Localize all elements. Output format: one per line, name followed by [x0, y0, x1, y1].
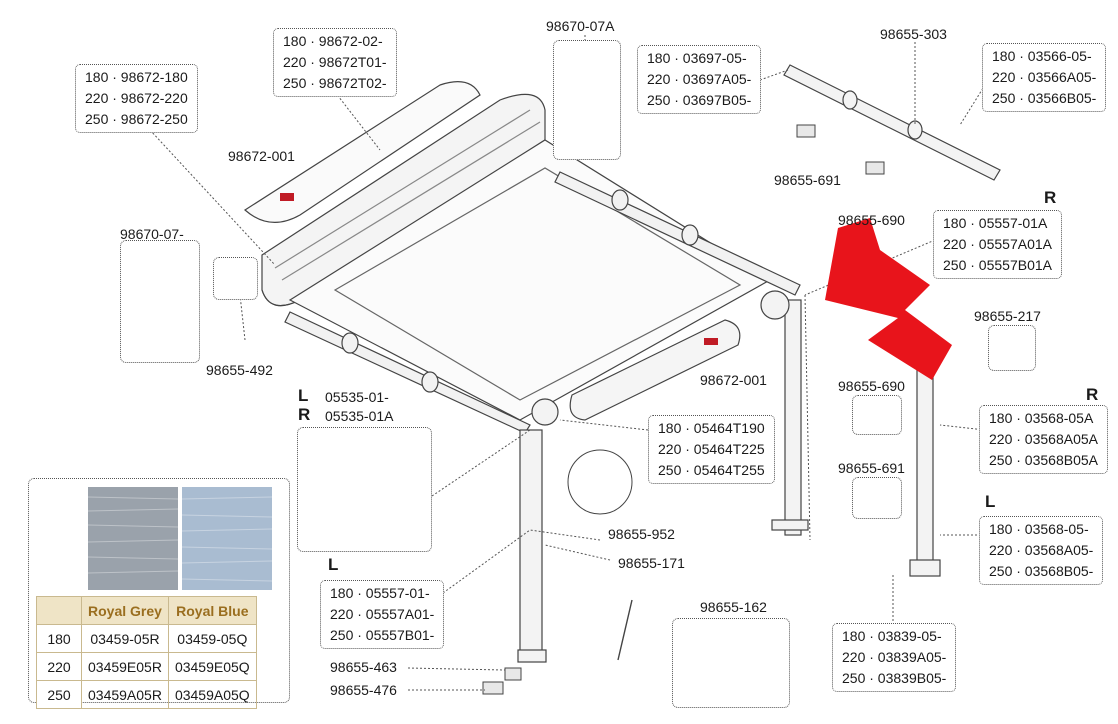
part-line: 250 · 05557B01A — [943, 257, 1052, 273]
label-98655-952: 98655-952 — [608, 526, 675, 542]
table-cell: 220 — [36, 652, 82, 681]
table-header: Royal Grey — [81, 596, 169, 625]
table-cell: 03459E05R — [81, 652, 169, 681]
part-box-05464: 180 · 05464T190 220 · 05464T225 250 · 05… — [648, 415, 775, 484]
front-rail — [284, 171, 801, 434]
part-line: 250 · 03568B05A — [989, 452, 1098, 468]
part-box-05557-l: 180 · 05557-01- 220 · 05557A01- 250 · 05… — [320, 580, 445, 649]
part-line: 180 · 98672-180 — [85, 69, 188, 85]
table-row: 250 03459A05R 03459A05Q — [36, 680, 257, 709]
label-98655-492: 98655-492 — [206, 362, 273, 378]
part-line: 220 · 03566A05- — [992, 69, 1097, 85]
royal-blue-swatch — [182, 487, 272, 590]
awning-fabric — [288, 139, 772, 421]
parts-frame-98670-07 — [120, 240, 200, 363]
part-line: 250 · 03697B05- — [647, 92, 752, 108]
table-row: 180 03459-05R 03459-05Q — [36, 624, 257, 653]
part-line: 220 · 05557A01- — [330, 606, 435, 622]
side-marker-l: L — [328, 555, 339, 574]
label-98655-171: 98655-171 — [618, 555, 685, 571]
support-arm — [783, 64, 1001, 181]
part-line: 220 · 03568A05- — [989, 542, 1094, 558]
table-cell: 03459A05R — [81, 680, 169, 709]
label-05535-01a: 05535-01A — [325, 408, 394, 424]
label-98655-162: 98655-162 — [700, 599, 767, 615]
label-98655-691-top: 98655-691 — [774, 172, 841, 188]
label-98655-463: 98655-463 — [330, 659, 397, 675]
part-box-98672-02: 180 · 98672-02- 220 · 98672T01- 250 · 98… — [273, 28, 397, 97]
parts-frame-98655-690 — [852, 395, 902, 435]
roller-tube — [569, 319, 741, 421]
part-line: 250 · 98672T02- — [283, 75, 387, 91]
part-line: 220 · 98672-220 — [85, 90, 188, 106]
part-line: 220 · 05464T225 — [658, 441, 765, 457]
part-line: 180 · 98672-02- — [283, 33, 383, 49]
part-line: 220 · 05557A01A — [943, 236, 1052, 252]
label-05535-01: 05535-01- — [325, 389, 389, 405]
part-line: 220 · 98672T01- — [283, 54, 387, 70]
label-98655-217: 98655-217 — [974, 308, 1041, 324]
table-cell: 03459E05Q — [167, 652, 257, 681]
part-box-03566: 180 · 03566-05- 220 · 03566A05- 250 · 03… — [982, 43, 1107, 112]
table-cell: 180 — [36, 624, 82, 653]
table-header — [36, 596, 82, 625]
part-line: 250 · 05557B01- — [330, 627, 435, 643]
parts-frame-05535 — [297, 427, 432, 552]
royal-grey-swatch — [88, 487, 178, 590]
part-line: 180 · 05557-01A — [943, 215, 1048, 231]
table-cell: 250 — [36, 680, 82, 709]
leader-lines — [149, 35, 986, 691]
label-98655-690-mid: 98655-690 — [838, 378, 905, 394]
part-line: 250 · 03568B05- — [989, 563, 1094, 579]
label-98655-303: 98655-303 — [880, 26, 947, 42]
parts-frame-98655-492 — [213, 257, 258, 300]
table-cell: 03459-05R — [81, 624, 169, 653]
part-line: 220 · 03839A05- — [842, 649, 947, 665]
label-98670-07a: 98670-07A — [546, 18, 615, 34]
label-98672-001-mid: 98672-001 — [700, 372, 767, 388]
table-header: Royal Blue — [167, 596, 257, 625]
part-line: 180 · 05464T190 — [658, 420, 765, 436]
table-header-row: Royal Grey Royal Blue — [36, 596, 257, 625]
part-line: 180 · 05557-01- — [330, 585, 430, 601]
label-98670-07: 98670-07- — [120, 226, 184, 242]
label-98655-691-mid: 98655-691 — [838, 460, 905, 476]
table-cell: 03459-05Q — [167, 624, 257, 653]
part-box-03568-l: 180 · 03568-05- 220 · 03568A05- 250 · 03… — [979, 516, 1104, 585]
table-cell: 03459A05Q — [167, 680, 257, 709]
red-arrow-icon — [825, 218, 952, 380]
side-marker-l: L — [298, 386, 309, 405]
parts-frame-98670-07a — [553, 40, 621, 160]
side-marker-l: L — [985, 492, 996, 511]
part-line: 180 · 03566-05- — [992, 48, 1092, 64]
part-line: 250 · 03839B05- — [842, 670, 947, 686]
part-line: 220 · 03697A05- — [647, 71, 752, 87]
side-marker-r: R — [298, 405, 311, 424]
part-box-03697: 180 · 03697-05- 220 · 03697A05- 250 · 03… — [637, 45, 762, 114]
part-box-98672-180: 180 · 98672-180 220 · 98672-220 250 · 98… — [75, 64, 198, 133]
part-line: 250 · 03566B05- — [992, 90, 1097, 106]
part-line: 180 · 03697-05- — [647, 50, 747, 66]
side-marker-r: R — [1086, 385, 1099, 404]
part-box-03568-r: 180 · 03568-05A 220 · 03568A05A 250 · 03… — [979, 405, 1108, 474]
part-line: 220 · 03568A05A — [989, 431, 1098, 447]
part-line: 180 · 03568-05- — [989, 521, 1089, 537]
part-line: 250 · 98672-250 — [85, 111, 188, 127]
label-98655-690-top: 98655-690 — [838, 212, 905, 228]
label-98655-476: 98655-476 — [330, 682, 397, 698]
part-box-05557-r: 180 · 05557-01A 220 · 05557A01A 250 · 05… — [933, 210, 1062, 279]
side-marker-r: R — [1044, 188, 1057, 207]
part-line: 180 · 03839-05- — [842, 628, 942, 644]
label-98672-001-top: 98672-001 — [228, 148, 295, 164]
table-row: 220 03459E05R 03459E05Q — [36, 652, 257, 681]
cassette-cover — [244, 81, 481, 223]
part-line: 180 · 03568-05A — [989, 410, 1094, 426]
fabric-table: Royal Grey Royal Blue 180 03459-05R 0345… — [36, 596, 257, 709]
parts-frame-98655-691 — [852, 477, 902, 519]
parts-frame-98655-217 — [988, 325, 1036, 371]
part-line: 250 · 05464T255 — [658, 462, 765, 478]
part-box-03839: 180 · 03839-05- 220 · 03839A05- 250 · 03… — [832, 623, 957, 692]
parts-frame-98655-162 — [672, 618, 790, 708]
